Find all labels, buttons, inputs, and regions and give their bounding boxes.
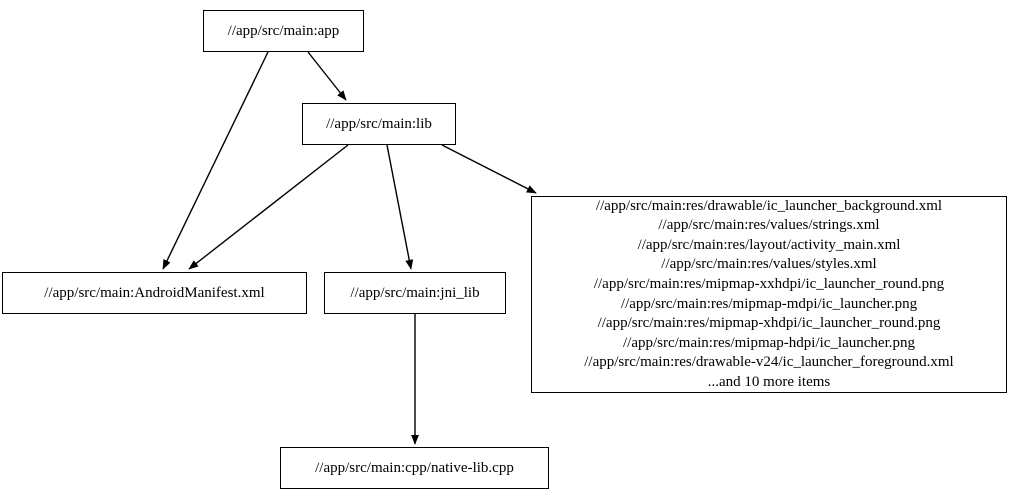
- graph-node-res-group-line: //app/src/main:res/values/styles.xml: [661, 256, 877, 273]
- graph-node-res-group-line: //app/src/main:res/layout/activity_main.…: [637, 236, 901, 253]
- edge-app-to-manifest: [162, 51, 269, 270]
- edge-app-to-lib: [307, 51, 347, 101]
- graph-node-app[interactable]: //app/src/main:app: [203, 10, 364, 52]
- graph-node-app-label: //app/src/main:app: [227, 22, 340, 39]
- graph-node-res-group-line: //app/src/main:res/values/strings.xml: [658, 217, 880, 234]
- graph-node-lib[interactable]: //app/src/main:lib: [302, 103, 456, 145]
- graph-node-res-group-line: //app/src/main:res/mipmap-xhdpi/ic_launc…: [597, 315, 941, 332]
- edge-lib-to-jni-lib: [386, 144, 414, 270]
- graph-node-res-group-line: //app/src/main:res/mipmap-hdpi/ic_launch…: [622, 334, 915, 351]
- graph-node-jni-lib[interactable]: //app/src/main:jni_lib: [324, 272, 506, 314]
- edge-lib-to-manifest: [188, 144, 349, 270]
- graph-node-res-group-line: //app/src/main:res/drawable/ic_launcher_…: [595, 197, 943, 214]
- graph-node-lib-label: //app/src/main:lib: [326, 115, 432, 132]
- graph-node-android-manifest[interactable]: //app/src/main:AndroidManifest.xml: [2, 272, 307, 314]
- edge-lib-to-res-group: [441, 144, 537, 194]
- graph-node-jni-lib-label: //app/src/main:jni_lib: [350, 284, 480, 301]
- graph-node-res-group-line: //app/src/main:res/mipmap-mdpi/ic_launch…: [620, 295, 918, 312]
- graph-node-res-group-line: //app/src/main:res/mipmap-xxhdpi/ic_laun…: [593, 275, 945, 292]
- graph-node-res-group-line: ...and 10 more items: [707, 373, 831, 390]
- graph-node-res-group-label: //app/src/main:res/drawable/ic_launcher_…: [540, 197, 998, 393]
- graph-node-res-group-line: //app/src/main:res/drawable-v24/ic_launc…: [584, 354, 954, 371]
- graph-node-native-lib-cpp[interactable]: //app/src/main:cpp/native-lib.cpp: [280, 447, 549, 489]
- graph-node-res-group[interactable]: //app/src/main:res/drawable/ic_launcher_…: [531, 196, 1007, 393]
- graph-node-android-manifest-label: //app/src/main:AndroidManifest.xml: [44, 284, 265, 301]
- graph-node-native-lib-cpp-label: //app/src/main:cpp/native-lib.cpp: [315, 459, 514, 476]
